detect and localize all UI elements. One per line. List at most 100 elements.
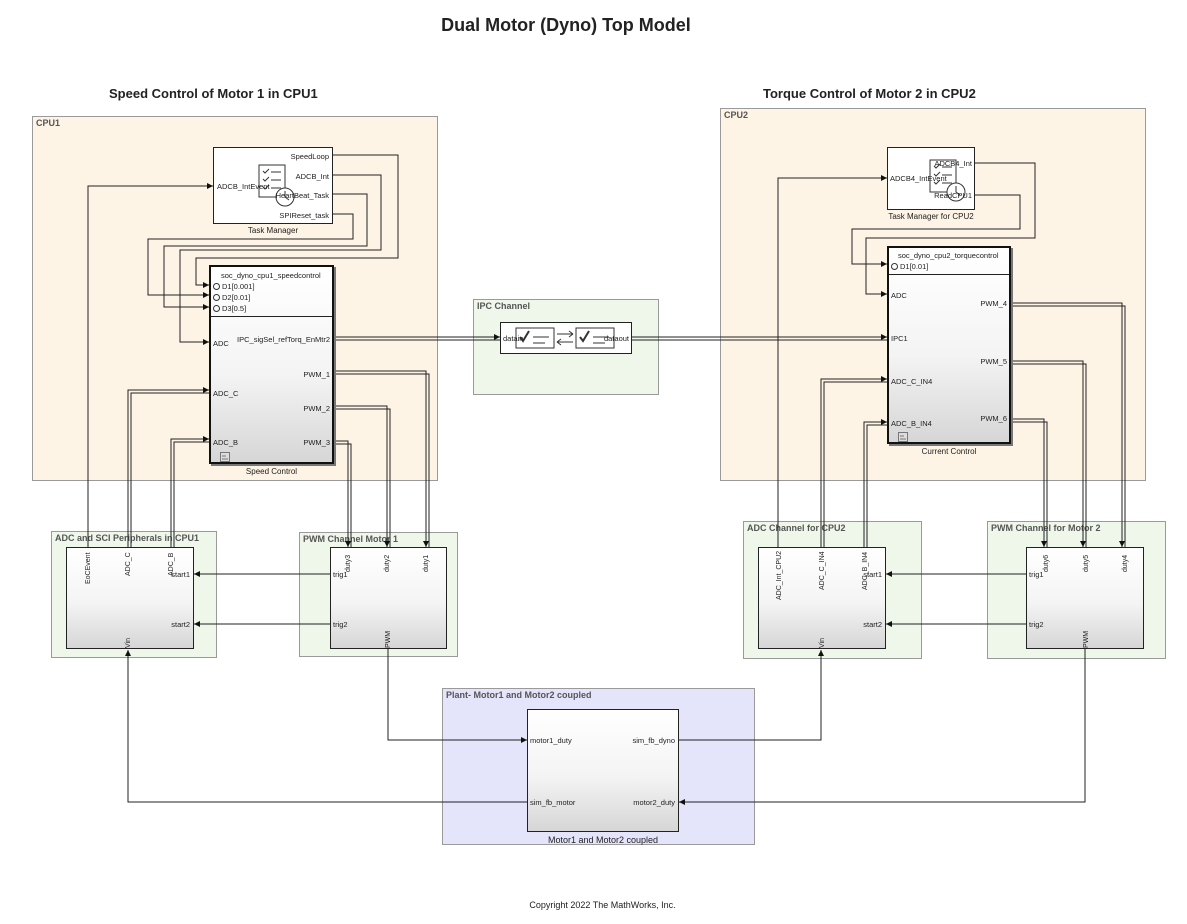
port-trig1: trig1	[333, 570, 348, 579]
pwm-motor2-block[interactable]: duty6 duty5 duty4 trig1 trig2 PWM	[1026, 547, 1144, 649]
port-motor1-duty: motor1_duty	[530, 736, 572, 745]
clock-icon	[891, 263, 898, 270]
adc-cpu2-block[interactable]: ADC_Int_CPU2 ADC_C_IN4 ADC_B_IN4 start1 …	[758, 547, 886, 649]
current-control-divider	[889, 274, 1009, 275]
rate-cpu2-d1: D1[0.01]	[891, 262, 928, 271]
cpu1-area-label: CPU1	[36, 118, 61, 128]
wire-pwm4-to-duty4	[1010, 302, 1125, 547]
port-adcb4-intevent: ADCB4_IntEvent	[890, 174, 947, 183]
port-duty5: duty5	[1083, 554, 1090, 572]
port-start2: start2	[171, 620, 190, 629]
port-duty2: duty2	[384, 554, 391, 572]
copyright-text: Copyright 2022 The MathWorks, Inc.	[529, 900, 676, 910]
pwm-motor1-block[interactable]: duty3 duty2 duty1 trig1 trig2 PWM	[330, 547, 447, 649]
port-ipc1: IPC1	[891, 334, 908, 343]
port-ipc-sigsel: IPC_sigSel_refTorq_EnMtr2	[237, 335, 330, 344]
plant-block[interactable]: motor1_duty sim_fb_motor sim_fb_dyno mot…	[527, 709, 679, 832]
current-control-caption: Current Control	[921, 447, 977, 456]
ipc-channel-area-label: IPC Channel	[477, 301, 531, 311]
adc-cpu1-block[interactable]: EoCEvent ADC_C ADC_B start1 start2 Vin	[66, 547, 194, 649]
port-vin: Vin	[125, 638, 132, 648]
model-reference-icon	[220, 452, 230, 462]
cpu2-task-manager-block[interactable]: ADCB4_IntEvent ADCB4_Int ReadCPU1	[887, 147, 975, 210]
left-section-title: Speed Control of Motor 1 in CPU1	[109, 86, 318, 101]
port-pwm3: PWM_3	[303, 438, 330, 447]
port-adcb4-int: ADCB4_Int	[934, 159, 972, 168]
rate-d1-label: D1[0.001]	[222, 282, 255, 291]
wire-adcb4-int-to-adc	[865, 162, 1036, 297]
wire-sim-fb-motor-to-vin-cpu1	[125, 650, 527, 803]
port-adc: ADC	[213, 339, 229, 348]
clock-icon	[213, 283, 220, 290]
port-cpu2-start1: start1	[863, 570, 882, 579]
plant-caption: Motor1 and Motor2 coupled	[547, 835, 659, 845]
wire-pwm1-to-duty1	[333, 370, 429, 547]
port-adc-b-in4: ADC_B_IN4	[891, 419, 932, 428]
port-readcpu1: ReadCPU1	[934, 191, 972, 200]
port-pwm5: PWM_5	[980, 357, 1007, 366]
port-heartbeat-task: HeartBeat_Task	[275, 191, 329, 200]
task-manager-icon	[929, 159, 966, 202]
port-dataout: dataout	[603, 334, 629, 343]
model-reference-icon	[898, 432, 908, 442]
rate-d2: D2[0.01]	[213, 293, 250, 302]
wire-pwm3-to-duty3	[333, 440, 351, 547]
cpu2-area-label: CPU2	[724, 110, 749, 120]
wire-heartbeat-to-d3	[163, 193, 368, 310]
port-start1: start1	[171, 570, 190, 579]
rate-cpu2-d1-label: D1[0.01]	[900, 262, 929, 271]
port-duty1: duty1	[423, 554, 430, 572]
port-adcb-intevent: ADCB_IntEvent	[217, 182, 270, 191]
port-cpu2-start2: start2	[863, 620, 882, 629]
port-adc-c-in4: ADC_C_IN4	[891, 377, 933, 386]
port-pwm-motor2: PWM	[1083, 630, 1090, 648]
port-top-adc-c-in4: ADC_C_IN4	[819, 551, 826, 590]
port-speedloop: SpeedLoop	[290, 152, 329, 161]
clock-icon	[213, 294, 220, 301]
port-duty6: duty6	[1043, 554, 1050, 572]
port-adc-c: ADC_C	[213, 389, 239, 398]
port-cpu2-trig1: trig1	[1029, 570, 1044, 579]
task-manager-icon	[258, 164, 295, 207]
ipc-channel-block[interactable]: datain dataout	[500, 322, 632, 354]
cpu2-task-manager-caption: Task Manager for CPU2	[888, 212, 974, 221]
rate-d3-label: D3[0.5]	[222, 304, 247, 313]
current-control-block[interactable]: soc_dyno_cpu2_torquecontrol D1[0.01] ADC…	[887, 246, 1011, 444]
wire-adc-c-to-speed-control	[127, 387, 209, 547]
port-motor2-duty: motor2_duty	[633, 798, 675, 807]
speed-control-divider	[211, 316, 332, 317]
cpu1-task-manager-caption: Task Manager	[247, 226, 299, 235]
right-section-title: Torque Control of Motor 2 in CPU2	[763, 86, 976, 101]
speed-control-header: soc_dyno_cpu1_speedcontrol	[221, 271, 321, 280]
wire-eocevent-to-adcb-intevent	[87, 183, 213, 547]
cpu1-task-manager-block[interactable]: ADCB_IntEvent SpeedLoop ADCB_Int HeartBe…	[213, 147, 333, 224]
port-cpu2-adc: ADC	[891, 291, 907, 300]
speed-control-block[interactable]: soc_dyno_cpu1_speedcontrol D1[0.001] D2[…	[209, 265, 334, 464]
port-spireset-task: SPIReset_task	[279, 211, 329, 220]
wire-adc-b-in4-to-current-control	[863, 419, 887, 547]
port-pwm6: PWM_6	[980, 414, 1007, 423]
wire-adcb-int-to-adc	[179, 174, 382, 345]
port-datain: datain	[503, 334, 524, 343]
port-pwm2: PWM_2	[303, 404, 330, 413]
plant-area-label: Plant- Motor1 and Motor2 coupled	[446, 690, 592, 700]
wire-speedloop-to-d1	[195, 154, 399, 288]
ipc-icon	[515, 327, 615, 349]
port-trig2: trig2	[333, 620, 348, 629]
wire-adc-b-to-speed-control	[170, 436, 209, 547]
port-sim-fb-dyno: sim_fb_dyno	[632, 736, 675, 745]
port-pwm1: PWM_1	[303, 370, 330, 379]
port-cpu2-trig2: trig2	[1029, 620, 1044, 629]
wire-pwm-motor2-to-motor2-duty	[679, 649, 1086, 805]
wire-pwm5-to-duty5	[1010, 360, 1086, 547]
rate-d1: D1[0.001]	[213, 282, 255, 291]
port-adc-b: ADC_B	[213, 438, 239, 447]
wire-adc-c-in4-to-current-control	[820, 376, 887, 547]
port-duty4: duty4	[1122, 554, 1129, 572]
port-adc-int-cpu2: ADC_Int_CPU2	[776, 550, 783, 600]
port-pwm4: PWM_4	[980, 299, 1007, 308]
speed-control-caption: Speed Control	[245, 467, 298, 476]
clock-icon	[213, 305, 220, 312]
port-cpu2-vin: Vin	[819, 638, 826, 648]
